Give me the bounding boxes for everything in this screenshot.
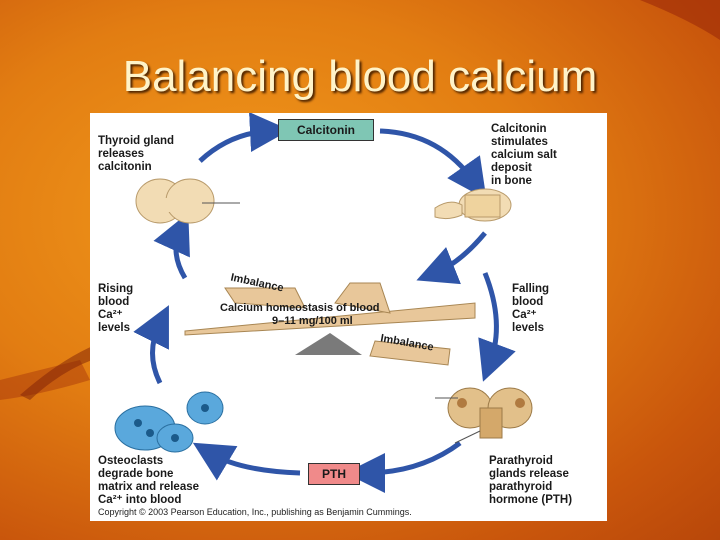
slide-title: Balancing blood calcium xyxy=(122,52,598,101)
arrow-osteoclasts-to-rising xyxy=(133,305,169,385)
rising-label: Rising blood Ca²⁺ levels xyxy=(98,283,134,334)
bone-illustration xyxy=(434,188,512,222)
arrow-rising-to-thyroid xyxy=(153,212,190,280)
arrow-calcitonin-to-bone xyxy=(379,128,487,200)
homeostasis-line1: Calcium homeostasis of blood xyxy=(220,302,380,314)
parathyroid-label: Parathyroid glands release parathyroid h… xyxy=(489,455,573,506)
arrow-pth-to-osteoclasts xyxy=(192,442,301,481)
arrow-thyroid-to-calcitonin xyxy=(198,113,290,163)
calcium-diagram: Calcitonin PTH Thyroid gland releases ca… xyxy=(90,113,607,521)
arrow-parathyroid-to-pth xyxy=(345,440,462,493)
osteoclasts-illustration xyxy=(114,391,224,453)
falling-label: Falling blood Ca²⁺ levels xyxy=(512,283,550,334)
thyroid-gland-illustration xyxy=(135,178,240,224)
pth-box: PTH xyxy=(308,463,360,485)
arrow-falling-to-parathyroid xyxy=(478,272,516,382)
thyroid-label: Thyroid gland releases calcitonin xyxy=(98,135,175,173)
copyright-text: Copyright © 2003 Pearson Education, Inc.… xyxy=(98,507,412,517)
calcitonin-box: Calcitonin xyxy=(278,119,374,141)
homeostasis-line2: 9–11 mg/100 ml xyxy=(272,315,353,327)
calcitonin-effect-label: Calcitonin stimulates calcium salt depos… xyxy=(491,123,557,187)
parathyroid-illustration xyxy=(435,387,533,444)
arrow-bone-to-seesaw xyxy=(416,231,487,285)
osteoclast-label: Osteoclasts degrade bone matrix and rele… xyxy=(98,455,200,506)
seesaw-illustration xyxy=(184,282,476,366)
diagram-graphics xyxy=(114,113,533,493)
